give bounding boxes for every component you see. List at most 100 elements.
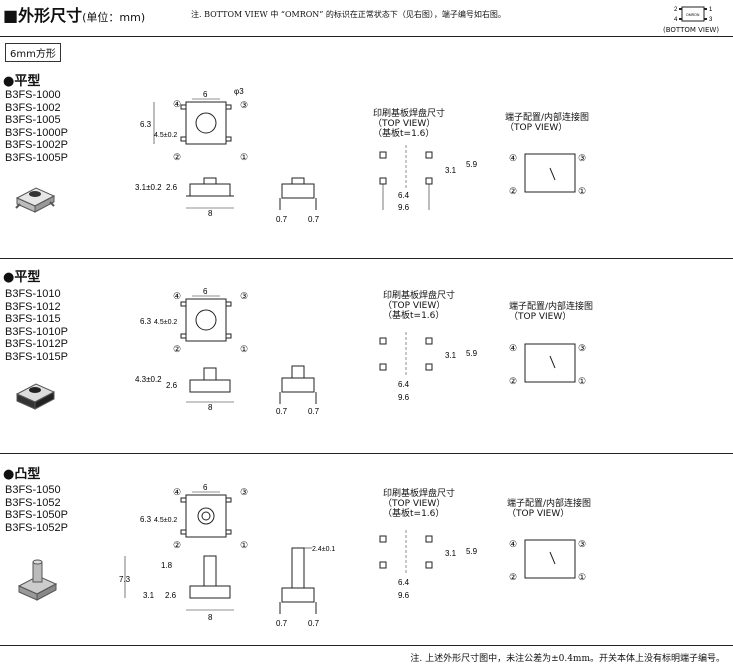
dim-6: 6: [203, 287, 208, 296]
switch-photo-raised: [17, 559, 58, 601]
svg-text:②: ②: [173, 344, 181, 354]
svg-text:9.6: 9.6: [398, 591, 410, 600]
svg-text:0.7: 0.7: [308, 619, 320, 628]
side-view-drawing: 3.1±0.2 2.6 8: [135, 177, 234, 218]
bv-num-1: 1: [709, 7, 713, 13]
dim-4-5: 4.5±0.2: [154, 319, 177, 326]
model-number: B3FS-1000P: [5, 126, 68, 139]
bottom-view-logo: OMRON: [686, 13, 700, 17]
pcb-caption: 印刷基板焊盘尺寸（TOP VIEW）（基板t=1.6）: [383, 291, 456, 321]
pcb-pad-drawing: 3.1 5.9 6.4 9.6: [379, 332, 478, 402]
connection-caption: 端子配置/内部连接图（TOP VIEW）: [507, 499, 592, 519]
terminal-1: ①: [240, 152, 248, 162]
terminal-3: ③: [240, 100, 248, 110]
svg-text:③: ③: [578, 539, 586, 549]
front-view-drawing: 0.7 0.7: [276, 365, 320, 416]
dim-base: 2.6: [166, 381, 178, 390]
svg-text:③: ③: [578, 343, 586, 353]
dim-width-8: 8: [208, 613, 213, 622]
dim-6: 6: [203, 483, 208, 492]
svg-text:①: ①: [578, 186, 586, 196]
front-view-drawing: 2.4±0.1 0.7 0.7: [276, 546, 335, 628]
connection-caption: 端子配置/内部连接图（TOP VIEW）: [509, 302, 594, 322]
svg-text:③: ③: [240, 487, 248, 497]
svg-text:②: ②: [509, 572, 517, 582]
svg-text:②: ②: [509, 376, 517, 386]
dim-6-3: 6.3: [140, 515, 152, 524]
section-type: ●平型: [3, 270, 41, 285]
model-list: B3FS-1000 B3FS-1002 B3FS-1005 B3FS-1000P…: [5, 89, 68, 164]
pcb-dim-b: 5.9: [466, 160, 478, 169]
dim-height: 7.3: [119, 575, 131, 584]
svg-text:3.1: 3.1: [445, 351, 457, 360]
svg-text:6.4: 6.4: [398, 380, 410, 389]
svg-text:3.1: 3.1: [445, 549, 457, 558]
model-number: B3FS-1050P: [5, 509, 68, 521]
bottom-view-label: (BOTTOM VIEW): [663, 26, 720, 34]
model-list: B3FS-1010 B3FS-1012 B3FS-1015 B3FS-1010P…: [5, 288, 68, 363]
divider: [0, 453, 733, 454]
svg-text:③: ③: [578, 153, 586, 163]
dim-top: 1.8: [161, 561, 173, 570]
model-number: B3FS-1052: [5, 496, 61, 509]
svg-text:①: ①: [578, 376, 586, 386]
model-number: B3FS-1000: [5, 89, 61, 101]
svg-text:④: ④: [509, 539, 517, 549]
svg-text:④: ④: [173, 487, 181, 497]
dim-height: 4.3±0.2: [135, 375, 162, 384]
pcb-dim-a: 3.1: [445, 166, 457, 175]
connection-caption: 端子配置/内部连接图（TOP VIEW）: [505, 113, 590, 133]
dim-stem: 2.4±0.1: [312, 546, 335, 553]
section-type: ●凸型: [3, 467, 41, 482]
dim-width-8: 8: [208, 403, 213, 412]
pcb-dim-c: 6.4: [398, 191, 410, 200]
svg-text:①: ①: [240, 344, 248, 354]
svg-text:③: ③: [240, 291, 248, 301]
side-view-drawing: 4.3±0.2 2.6 8: [135, 367, 234, 412]
pcb-dim-d: 9.6: [398, 203, 410, 212]
svg-text:②: ②: [509, 186, 517, 196]
dim-pin: 0.7: [276, 215, 288, 224]
dim-base: 2.6: [165, 591, 177, 600]
top-view-drawing: 6 φ3 6.3 4.5±0.2 ④ ③ ② ①: [140, 87, 248, 162]
svg-text:②: ②: [173, 540, 181, 550]
model-number: B3FS-1052P: [5, 521, 68, 534]
model-number: B3FS-1010P: [5, 325, 68, 338]
footer-note: 注. 上述外形尺寸图中，未注公差为±0.4mm。开关本体上没有标明端子编号。: [410, 654, 725, 664]
svg-text:5.9: 5.9: [466, 349, 478, 358]
divider: [0, 258, 733, 259]
svg-text:0.7: 0.7: [276, 407, 288, 416]
pcb-pad-drawing: 3.1 5.9 6.4 9.6: [379, 530, 478, 600]
switch-photo-flat: [15, 187, 56, 213]
dim-4-5: 4.5±0.2: [154, 517, 177, 524]
dim-base: 2.6: [166, 183, 178, 192]
bottom-view-diagram: OMRON 2 1 4 3: [674, 6, 713, 23]
dim-pin: 0.7: [308, 215, 320, 224]
svg-text:9.6: 9.6: [398, 393, 410, 402]
svg-text:①: ①: [578, 572, 586, 582]
model-number: B3FS-1005: [5, 114, 61, 126]
model-number: B3FS-1002P: [5, 139, 68, 151]
model-list: B3FS-1050 B3FS-1052 B3FS-1050P B3FS-1052…: [5, 484, 68, 534]
model-number: B3FS-1015P: [5, 350, 68, 363]
dim-4-5: 4.5±0.2: [154, 132, 177, 139]
pcb-caption: 印刷基板焊盘尺寸（TOP VIEW）（基板t=1.6）: [373, 109, 446, 139]
model-number: B3FS-1010: [5, 288, 61, 300]
dim-6-3: 6.3: [140, 120, 152, 129]
dim-width-8: 8: [208, 209, 213, 218]
model-number: B3FS-1012P: [5, 338, 68, 350]
side-view-drawing: 7.3 1.8 3.1 2.6 8: [119, 555, 234, 622]
model-number: B3FS-1050: [5, 484, 61, 496]
model-number: B3FS-1002: [5, 101, 61, 114]
connection-diagram: ④ ③ ② ①: [509, 539, 586, 582]
svg-text:5.9: 5.9: [466, 547, 478, 556]
svg-text:①: ①: [240, 540, 248, 550]
header-note: 注. BOTTOM VIEW 中 “OMRON” 的标识在正常状态下（见右图），…: [191, 10, 506, 19]
terminal-2: ②: [173, 152, 181, 162]
bv-num-2: 2: [674, 7, 678, 13]
switch-photo-flat: [15, 383, 56, 410]
svg-text:6.4: 6.4: [398, 578, 410, 587]
